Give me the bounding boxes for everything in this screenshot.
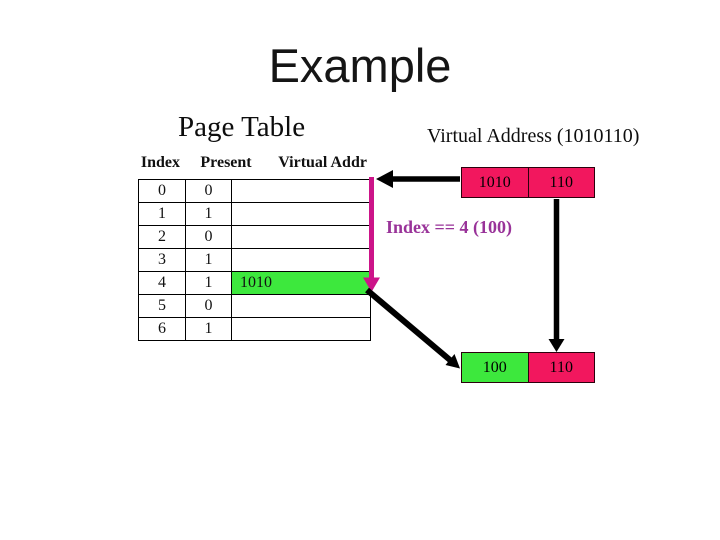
vaddr-cell	[231, 225, 371, 249]
slide-title: Example	[268, 39, 452, 92]
present-cell: 1	[185, 317, 232, 341]
present-cell: 0	[185, 179, 232, 203]
table-row: 2 0	[138, 225, 371, 249]
arrow-offset-copy-icon	[548, 199, 565, 352]
present-cell: 1	[185, 248, 232, 272]
table-row: 3 1	[138, 248, 371, 272]
index-cell: 3	[138, 248, 186, 272]
present-cell: 1	[185, 271, 232, 295]
present-cell: 1	[185, 202, 232, 226]
index-cell: 6	[138, 317, 186, 341]
page-table-label: Page Table	[178, 111, 306, 143]
col-header-present: Present	[200, 154, 252, 171]
index-cell: 1	[138, 202, 186, 226]
virtual-address-label: Virtual Address (1010110)	[427, 125, 640, 147]
index-cell: 0	[138, 179, 186, 203]
present-cell: 0	[185, 225, 232, 249]
physical-address-box: 100 110	[461, 352, 595, 383]
table-row-highlighted: 4 1 1010	[138, 271, 371, 295]
index-cell: 4	[138, 271, 186, 295]
arrow-entry-to-physical-icon	[365, 287, 460, 369]
vaddr-cell	[231, 317, 371, 341]
vaddr-cell	[231, 179, 371, 203]
table-row: 6 1	[138, 317, 371, 341]
page-table-column-headers: Index Present Virtual Addr	[131, 154, 371, 172]
virtual-address-box: 1010 110	[461, 167, 595, 198]
page-table: 0 0 1 1 2 0 3 1 4 1 1010 5 0	[138, 179, 371, 341]
va-offset-field: 110	[527, 168, 594, 197]
va-page-field: 1010	[462, 168, 528, 197]
index-cell: 5	[138, 294, 186, 318]
index-cell: 2	[138, 225, 186, 249]
col-header-index: Index	[140, 154, 181, 171]
vaddr-cell	[231, 248, 371, 272]
present-cell: 0	[185, 294, 232, 318]
pa-page-field: 100	[462, 353, 528, 382]
arrow-va-to-table-icon	[376, 170, 460, 188]
index-annotation: Index == 4 (100)	[386, 217, 513, 237]
col-header-virtual-addr: Virtual Addr	[278, 154, 367, 171]
pa-offset-field: 110	[527, 353, 594, 382]
vaddr-cell	[231, 202, 371, 226]
table-row: 1 1	[138, 202, 371, 226]
vaddr-cell	[231, 294, 371, 318]
vaddr-cell-match: 1010	[231, 271, 371, 295]
table-row: 5 0	[138, 294, 371, 318]
table-row: 0 0	[138, 179, 371, 203]
